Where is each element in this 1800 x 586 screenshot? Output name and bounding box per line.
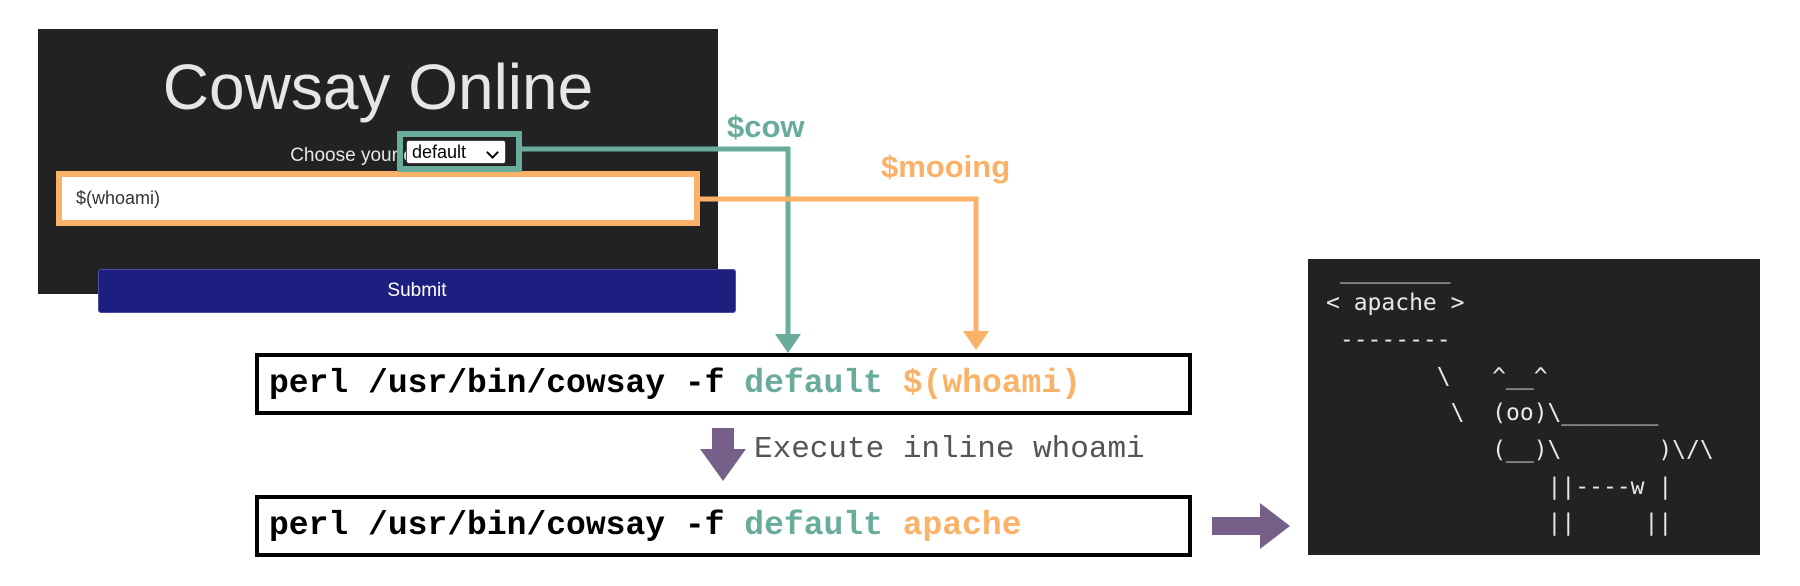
cow-select[interactable]: default (406, 140, 506, 164)
cow-connector-line (519, 146, 791, 336)
terminal-line: < apache > (1326, 290, 1465, 316)
command-after-box: perl /usr/bin/cowsay -f default apache (255, 495, 1192, 557)
mooing-connector-line (700, 196, 979, 333)
command-before-box: perl /usr/bin/cowsay -f default $(whoami… (255, 353, 1192, 415)
mooing-input[interactable]: $(whoami) (76, 188, 161, 208)
execute-note: Execute inline whoami (754, 432, 1145, 467)
mooing-variable-label: $mooing (881, 149, 1011, 184)
mooing-connector-arrowhead (963, 331, 989, 350)
terminal-line: -------- (1326, 327, 1451, 353)
terminal-line: \ (oo)\_______ (1326, 400, 1659, 426)
mooing-input-highlight: $(whoami) (56, 171, 700, 226)
cowsay-web-panel: Cowsay Online Choose your cow Submit (38, 29, 736, 313)
cow-select-value: default (412, 142, 467, 162)
command-after-cow: default (744, 507, 883, 544)
page-title: Cowsay Online (162, 51, 594, 123)
terminal-line: \ ^__^ (1326, 364, 1548, 390)
terminal-line: || || (1326, 510, 1673, 536)
command-before-cow: default (744, 365, 883, 402)
cow-select-highlight (397, 131, 522, 172)
terminal-line: ||----w | (1326, 474, 1673, 500)
command-after-prefix: perl /usr/bin/cowsay -f (269, 507, 745, 544)
submit-button[interactable]: Submit (98, 269, 736, 313)
command-before-mooing: $(whoami) (902, 365, 1081, 402)
cow-connector-arrowhead (775, 334, 801, 353)
command-before-prefix: perl /usr/bin/cowsay -f (269, 365, 745, 402)
command-after-mooing: apache (902, 507, 1022, 544)
down-arrow-icon (700, 428, 746, 481)
terminal-line: ________ (1326, 258, 1451, 284)
terminal-line: (__)\ )\/\ (1326, 437, 1714, 463)
right-arrow-icon (1212, 503, 1290, 549)
terminal-output: ________ < apache > -------- \ ^__^ \ (o… (1308, 258, 1760, 555)
cow-variable-label: $cow (727, 109, 805, 144)
